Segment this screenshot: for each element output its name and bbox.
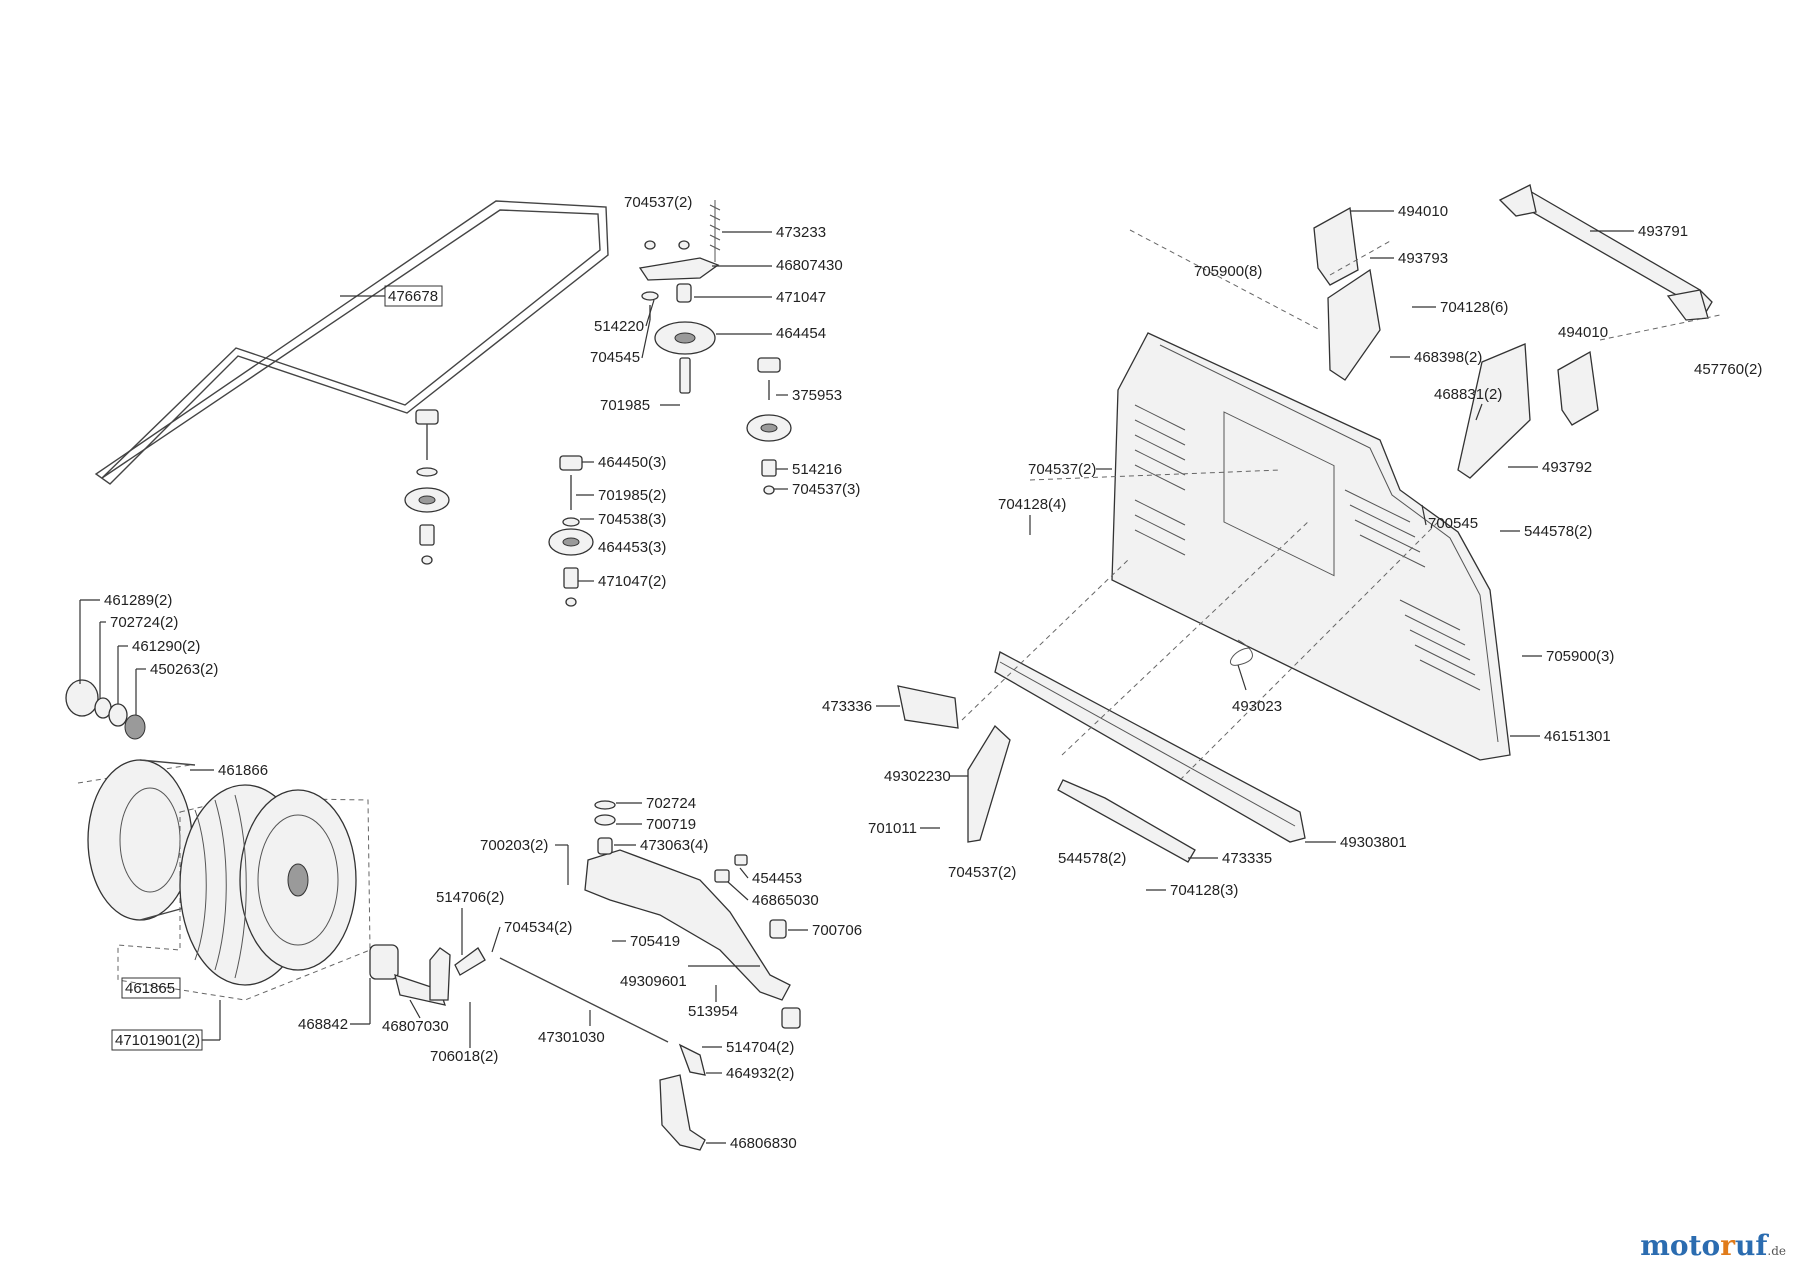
part-label: 493023 [1232,698,1282,715]
part-label: 46806830 [730,1135,797,1152]
part-label: 493791 [1638,223,1688,240]
part-label: 454453 [752,870,802,887]
idler-pulley-right [746,357,792,495]
part-label: 450263(2) [150,661,218,678]
part-label: 473063(4) [640,837,708,854]
part-label: 514704(2) [726,1039,794,1056]
part-label: 49303801 [1340,834,1407,851]
front-crossbar [994,651,1306,843]
part-label: 493793 [1398,250,1448,267]
part-label: 700545 [1428,515,1478,532]
part-label: 473335 [1222,850,1272,867]
steering-arm [584,800,801,1151]
part-label: 701985 [600,397,650,414]
part-labels: 704537(2) 473233 46807430 471047 514220 … [79,194,1762,1152]
part-label: 49302230 [884,768,951,785]
part-label: 706018(2) [430,1048,498,1065]
axle-bracket [369,944,669,1043]
part-label: 700203(2) [480,837,548,854]
part-label: 704545 [590,349,640,366]
part-label: 494010 [1398,203,1448,220]
part-label: 704537(2) [624,194,692,211]
upper-brackets [1313,184,1713,479]
tire-inner [87,759,196,921]
part-label: 47301030 [538,1029,605,1046]
watermark-logo: motoruf.de [1640,1229,1786,1262]
part-label: 46865030 [752,892,819,909]
part-label: 468831(2) [1434,386,1502,403]
part-label: 493792 [1542,459,1592,476]
part-label: 461866 [218,762,268,779]
tension-arm-assembly [638,200,721,394]
part-label: 704534(2) [504,919,572,936]
part-label: 464450(3) [598,454,666,471]
part-label: 704128(4) [998,496,1066,513]
label-frame [121,977,181,999]
idler-pulley-center [548,455,594,607]
watermark-text: r [1720,1229,1735,1262]
part-label: 514706(2) [436,889,504,906]
part-label: 47101901(2) [115,1032,200,1049]
part-label: 473233 [776,224,826,241]
part-label: 476678 [388,288,438,305]
part-label: 49309601 [620,973,687,990]
part-label: 513954 [688,1003,738,1020]
part-label: 701985(2) [598,487,666,504]
part-label: 468398(2) [1414,349,1482,366]
watermark-text: .de [1767,1244,1786,1258]
part-label: 457760(2) [1694,361,1762,378]
part-label: 702724 [646,795,696,812]
part-label: 471047(2) [598,573,666,590]
part-label: 704537(2) [1028,461,1096,478]
drive-belt-drawing [94,200,609,485]
part-label: 514220 [594,318,644,335]
lower-brackets [897,639,1253,863]
part-label: 704538(3) [598,511,666,528]
assembly-lines [77,229,1721,784]
part-label: 704128(6) [1440,299,1508,316]
part-label: 46807030 [382,1018,449,1035]
belt-pulley-stack [404,409,450,565]
part-label: 704128(3) [1170,882,1238,899]
part-label: 464453(3) [598,539,666,556]
part-label: 704537(2) [948,864,1016,881]
part-label: 494010 [1558,324,1608,341]
part-label: 473336 [822,698,872,715]
watermark-text: uf [1734,1229,1768,1262]
part-label: 461290(2) [132,638,200,655]
tire-outer [117,784,371,1001]
mounting-plate-drawing [1111,332,1511,761]
part-label: 702724(2) [110,614,178,631]
part-label: 461865 [125,980,175,997]
part-label: 544578(2) [1524,523,1592,540]
hub-parts [65,679,146,740]
part-label: 700706 [812,922,862,939]
part-label: 705419 [630,933,680,950]
part-label: 375953 [792,387,842,404]
part-label: 461289(2) [104,592,172,609]
part-label: 701011 [868,820,917,837]
part-label: 46807430 [776,257,843,274]
watermark-text: moto [1640,1229,1721,1262]
part-label: 705900(3) [1546,648,1614,665]
part-label: 544578(2) [1058,850,1126,867]
part-label: 705900(8) [1194,263,1262,280]
part-label: 468842 [298,1016,348,1033]
part-label: 464932(2) [726,1065,794,1082]
part-label: 704537(3) [792,481,860,498]
part-label: 464454 [776,325,826,342]
part-label: 514216 [792,461,842,478]
part-label: 471047 [776,289,826,306]
part-label: 46151301 [1544,728,1611,745]
part-label: 700719 [646,816,696,833]
